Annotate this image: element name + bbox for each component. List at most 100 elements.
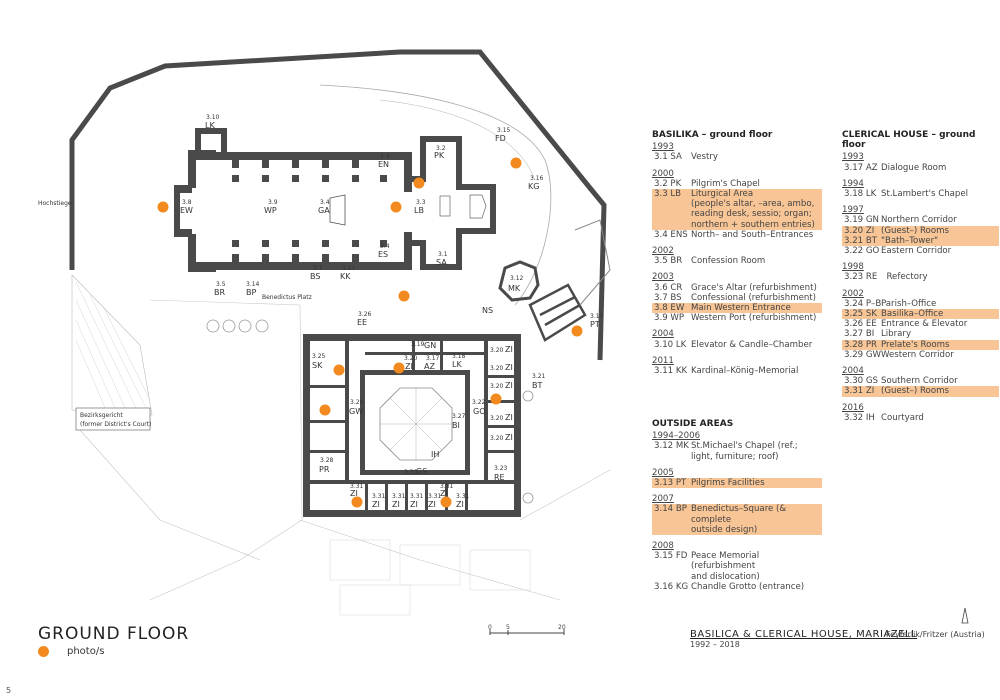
legend-entry-text: Parish–Office [881,298,937,309]
legend-entry-text: Benedictus–Square (& complete outside de… [691,504,787,535]
label-bp-no: 3.14 [246,281,260,288]
legend-year: 1993 [652,142,674,153]
label-pt-no: 3.13 [590,313,604,320]
legend-entry-code: 3.2 PK [654,178,682,189]
label-zi-e-no: 3.20 [490,415,504,422]
label-zi-g: ZI [350,489,358,498]
photo-marker [393,362,405,374]
street-lines [79,429,611,601]
legend-entry-code: 3.12 MK [654,441,689,452]
legend-entry-text: Vestry [691,152,718,163]
label-lb-no: 3.3 [416,199,426,206]
label-lk-no: 3.10 [206,114,220,121]
label-fd-no: 3.15 [497,127,511,134]
label-zi-j: ZI [410,500,418,509]
photo-marker [510,157,522,169]
label-zi-k-no: 3.31 [428,493,442,500]
label-zi-a: ZI [405,362,413,371]
photo-marker [157,201,169,213]
legend-year: 2004 [842,366,864,377]
label-zi-i: ZI [392,500,400,509]
photo-marker [490,393,502,405]
label-bi: BI [452,421,460,430]
label-wp: WP [264,206,277,215]
label-zi-h-no: 3.31 [372,493,386,500]
legend-entry-code: 3.14 BP [654,504,687,515]
legend-entry-text: Dialogue Room [881,162,947,173]
legend-entry-code: 3.6 CR [654,282,683,293]
plaza-outline [149,299,303,601]
label-wp-no: 3.9 [268,199,278,206]
legend-entry-code: 3.17 AZ [844,162,878,173]
legend-year: 2005 [652,467,674,478]
fortification-wall [69,49,607,361]
label-ga: GA [318,206,330,215]
photo-key: photo/s [38,646,104,657]
label-zi-a-no: 3.20 [404,355,418,362]
photo-marker [398,290,410,302]
legend-entry-code: 3.20 ZI [844,225,875,236]
label-court-1: Bezirksgericht [80,412,123,419]
photo-dot-icon [38,646,49,657]
label-kk-no: 3.11 [342,265,356,272]
legend-entry-code: 3.16 KG [654,581,689,592]
legend-entry-code: 3.10 LK [654,339,687,350]
legend-entry-code: 3.28 PR [844,339,878,350]
label-az: AZ [424,362,435,371]
label-lb: LB [414,206,424,215]
slope-hatch [75,281,151,411]
label-re: RE [494,473,505,482]
label-zi-k: ZI [428,500,436,509]
label-zi-f: ZI [505,433,513,442]
basilika-walls [174,128,496,272]
label-gn-no: 3.19 [411,341,425,348]
project-years: 1992 – 2018 [690,640,740,649]
photo-marker [440,496,452,508]
scale-20: 20 [558,624,566,631]
legend-entry: 3.20 ZI(Guest–) Rooms [842,225,999,236]
label-bt: BT [532,381,542,390]
legend-year: 2007 [652,494,674,505]
project-architects: Feyferlik/Fritzer (Austria) [886,630,985,639]
legend-year: 1997 [842,205,864,216]
legend-year: 2003 [652,272,674,283]
legend-entry-code: 3.5 BR [654,256,683,267]
label-lk2: LK [452,360,462,369]
label-ew-no: 3.8 [182,199,192,206]
label-ih: IH [431,450,439,459]
legend-outside-title: OUTSIDE AREAS [652,419,734,429]
legend-entry: 3.14 BP Benedictus–Square (& complete out… [652,504,822,536]
legend-entry: 3.8 EW Main Western Entrance [652,303,822,314]
legend-entry-code: 3.23 RE [844,272,878,283]
nave-pillars [232,160,387,262]
legend-entry-text: Western Port (refurbishment) [691,313,817,324]
label-go: GO [473,407,486,416]
legend-entry-code: 3.19 GN [844,215,879,226]
legend-entry-code: 3.15 FD [654,551,688,562]
scale-bar: 0 5 20 [488,622,568,641]
label-sa-no: 3.1 [438,251,448,258]
legend-entry: 3.6 CR Grace's Altar (refurbishment) [652,283,822,293]
label-benedictus: Benedictus Platz [262,294,312,301]
label-ns: NS [482,306,493,315]
label-zi-g-no: 3.31 [350,483,364,490]
legend-entry-text: Prelate's Rooms [881,339,950,350]
legend-entry-code: 3.8 EW [654,303,685,314]
legend-entry-text: Grace's Altar (refurbishment) [691,282,817,293]
label-pr-no: 3.28 [320,457,334,464]
legend-entry-text: Main Western Entrance [691,303,791,314]
label-bs-no: 3.7 [313,265,323,272]
